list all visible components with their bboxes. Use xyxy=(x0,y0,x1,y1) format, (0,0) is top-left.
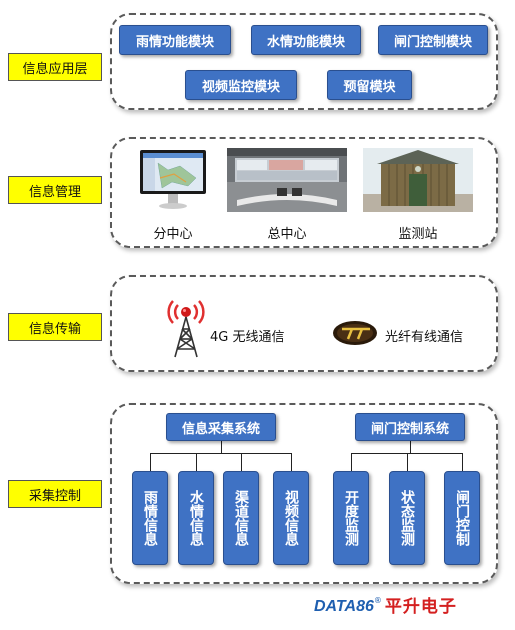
monitoring-station-caption: 监测站 xyxy=(398,227,438,242)
status-monitor-button[interactable]: 状态监测 xyxy=(389,471,425,565)
wireless-caption: 4G 无线通信 xyxy=(210,330,285,345)
layer-label-application: 信息应用层 xyxy=(8,53,102,81)
sub-center-caption: 分中心 xyxy=(153,227,193,242)
brand-latin: DATA86 xyxy=(314,598,374,615)
connector-line xyxy=(241,453,242,471)
brand-registered: ® xyxy=(373,596,382,605)
monitoring-station-image xyxy=(363,148,473,212)
main-center-caption: 总中心 xyxy=(267,227,307,242)
gate-control-button[interactable]: 闸门控制 xyxy=(444,471,480,565)
water-info-button[interactable]: 水情信息 xyxy=(178,471,214,565)
video-info-button[interactable]: 视频信息 xyxy=(273,471,309,565)
connector-line xyxy=(150,453,292,454)
opening-monitor-button[interactable]: 开度监测 xyxy=(333,471,369,565)
connector-line xyxy=(150,453,151,471)
fiber-logo-icon xyxy=(332,320,378,346)
main-center-image xyxy=(227,148,347,212)
connector-line xyxy=(351,453,352,471)
reserved-module-button[interactable]: 预留模块 xyxy=(327,70,412,100)
connector-line xyxy=(221,441,222,453)
layer-label-transmission: 信息传输 xyxy=(8,313,102,341)
connector-line xyxy=(410,441,411,453)
layer-label-collection: 采集控制 xyxy=(8,480,102,508)
brand-chinese: 平升电子 xyxy=(384,597,457,617)
gate-control-system-button[interactable]: 闸门控制系统 xyxy=(355,413,465,441)
water-module-button[interactable]: 水情功能模块 xyxy=(251,25,361,55)
channel-info-button[interactable]: 渠道信息 xyxy=(223,471,259,565)
radio-tower-icon xyxy=(165,293,207,359)
rain-info-button[interactable]: 雨情信息 xyxy=(132,471,168,565)
rain-module-button[interactable]: 雨情功能模块 xyxy=(119,25,231,55)
gate-module-button[interactable]: 闸门控制模块 xyxy=(378,25,488,55)
fiber-caption: 光纤有线通信 xyxy=(385,330,464,345)
connector-line xyxy=(291,453,292,471)
connector-line xyxy=(196,453,197,471)
connector-line xyxy=(462,453,463,471)
brand-logo: DATA86 ® 平升电子 xyxy=(314,596,457,622)
video-module-button[interactable]: 视频监控模块 xyxy=(185,70,297,100)
connector-line xyxy=(407,453,408,471)
info-collection-system-button[interactable]: 信息采集系统 xyxy=(166,413,276,441)
layer-label-management: 信息管理 xyxy=(8,176,102,204)
sub-center-image xyxy=(138,148,208,214)
